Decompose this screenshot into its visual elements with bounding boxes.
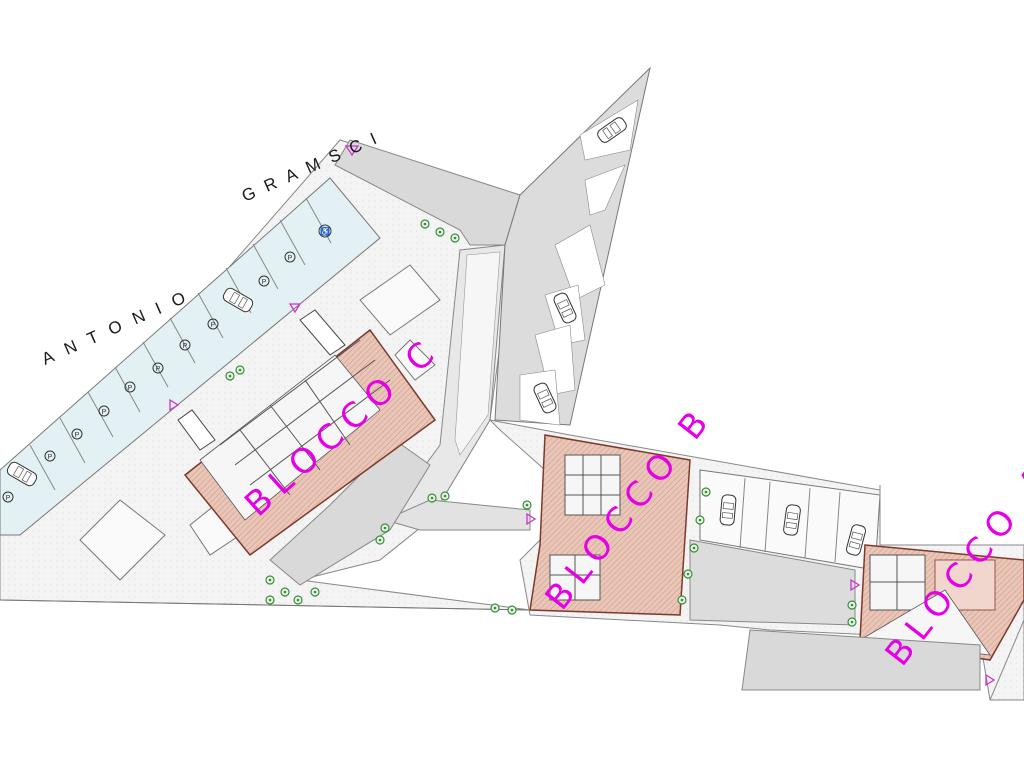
svg-text:P: P <box>102 409 107 416</box>
svg-text:P: P <box>75 432 80 439</box>
tree-icon <box>440 491 450 501</box>
parking-icon: P <box>284 251 296 263</box>
parking-icon: P <box>71 428 83 440</box>
access-road <box>384 244 506 521</box>
tree-icon <box>689 543 699 553</box>
tree-icon <box>435 227 445 237</box>
parking-icon: P <box>44 450 56 462</box>
parking-icons: P P P P P P P P P P ♿ <box>2 224 332 503</box>
tree-icon <box>450 233 460 243</box>
tree-icon <box>701 487 711 497</box>
tree-icon <box>280 587 290 597</box>
paved-south-west <box>269 439 431 586</box>
tree-icon <box>677 595 687 605</box>
tree-icon <box>420 219 430 229</box>
parking-icon: P <box>258 275 270 287</box>
svg-text:P: P <box>128 385 133 392</box>
svg-text:♿: ♿ <box>320 226 330 236</box>
parking-icon: P <box>207 318 219 330</box>
tree-icon <box>235 365 245 375</box>
building-blocco-a <box>858 544 1024 661</box>
svg-text:P: P <box>156 366 161 373</box>
entrance-markers <box>169 145 996 687</box>
car-icon <box>719 493 737 527</box>
parking-icon: P <box>152 362 164 374</box>
parking-icon: P <box>98 405 110 417</box>
svg-text:P: P <box>288 255 293 262</box>
tree-icon <box>375 535 385 545</box>
tree-icon <box>522 500 532 510</box>
entrance-triangle-icon <box>526 512 537 526</box>
tree-icon <box>293 595 303 605</box>
tree-icon <box>380 523 390 533</box>
parking-icon: P <box>124 381 136 393</box>
access-path <box>383 499 531 531</box>
tree-icon <box>847 600 857 610</box>
svg-text:P: P <box>211 322 216 329</box>
accessible-icon: ♿ <box>318 224 332 238</box>
entrance-triangle-icon <box>985 673 996 687</box>
svg-text:P: P <box>183 343 188 350</box>
tree-icon <box>490 603 500 613</box>
parking-icon: P <box>2 491 14 503</box>
parking-icon: P <box>179 339 191 351</box>
entrance-triangle-icon <box>850 578 861 592</box>
auxiliary-structures <box>79 264 441 581</box>
tree-icon <box>507 605 517 615</box>
svg-text:P: P <box>6 495 11 502</box>
entrance-triangle-icon <box>344 145 360 157</box>
entrance-triangle-icon <box>169 398 180 412</box>
tree-icon <box>847 617 857 627</box>
svg-text:P: P <box>262 279 267 286</box>
tree-icon <box>265 575 275 585</box>
boundary-line-east <box>879 485 1024 701</box>
street-edge <box>0 599 531 611</box>
parking-strip <box>0 177 381 536</box>
building-blocco-b <box>529 434 691 616</box>
tree-icon <box>265 595 275 605</box>
tree-icon <box>310 587 320 597</box>
tree-icon <box>427 493 437 503</box>
tree-icon <box>695 515 705 525</box>
tree-icon <box>683 569 693 579</box>
north-parking <box>494 66 651 426</box>
paved-south-east <box>741 629 981 691</box>
svg-text:P: P <box>48 454 53 461</box>
tree-icon <box>225 371 235 381</box>
building-blocco-c <box>177 309 437 557</box>
entrance-triangle-icon <box>288 303 302 314</box>
